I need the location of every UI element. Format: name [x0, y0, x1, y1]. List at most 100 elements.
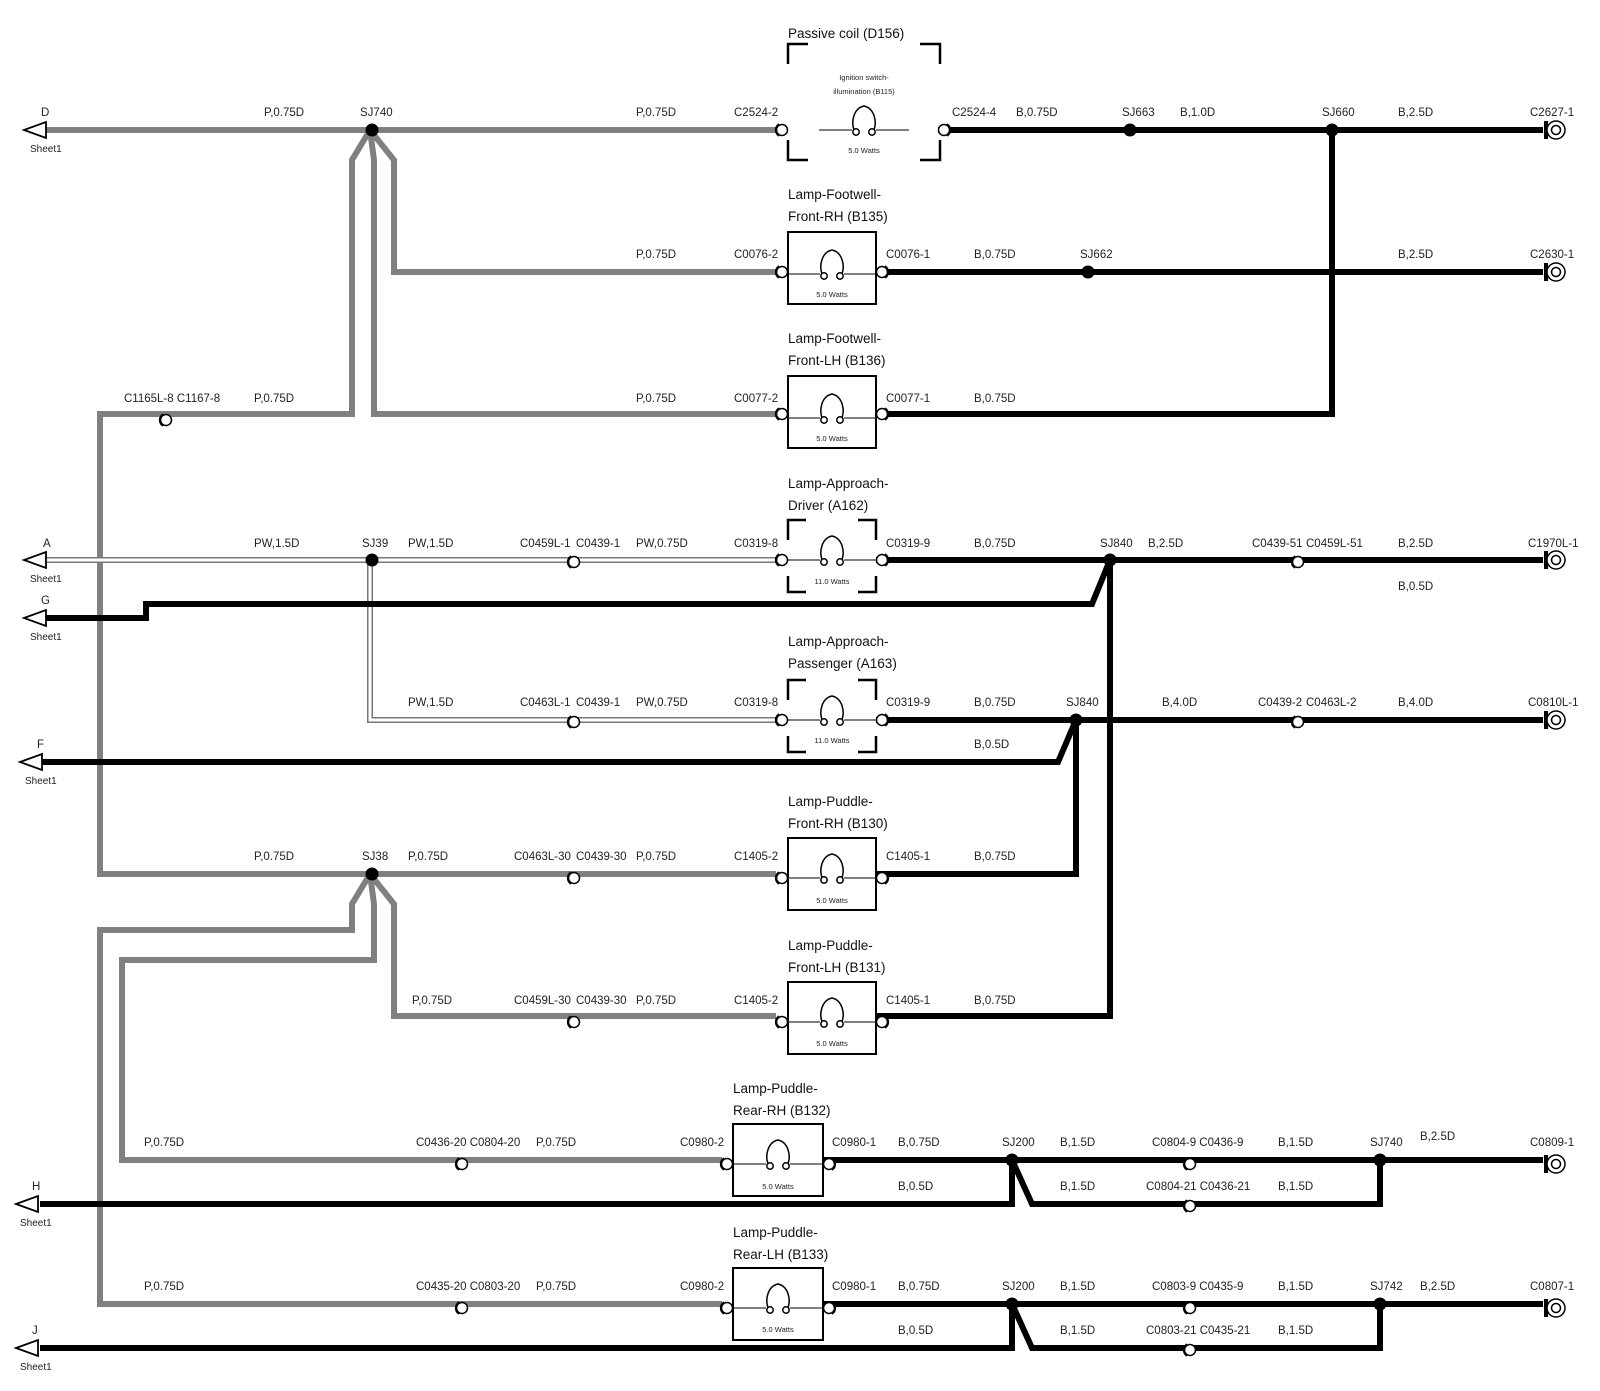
- splice-labels: SJ740 SJ663 SJ660 SJ662 SJ39 SJ840 SJ840…: [360, 107, 1403, 1293]
- wire-label: B,0.5D: [974, 739, 1009, 751]
- lamp-puddle-front-rh[interactable]: Lamp-Puddle- Front-RH (B130) 5.0 Watts: [786, 794, 888, 911]
- lamp-footwell-front-lh[interactable]: Lamp-Footwell- Front-LH (B136) 5.0 Watts: [786, 331, 886, 449]
- lamp-approach-driver[interactable]: Lamp-Approach- Driver (A162) 11.0 Watts: [786, 476, 889, 594]
- passive-coil-component[interactable]: Passive coil (D156) Ignition switch- ill…: [786, 26, 942, 162]
- wire-label: B,1.5D: [1278, 1181, 1313, 1193]
- connector-label: C0439-2: [1258, 697, 1302, 709]
- wire-label: B,2.5D: [1398, 538, 1433, 550]
- wire-label: B,1.5D: [1278, 1325, 1313, 1337]
- wire-label: B,2.5D: [1398, 107, 1433, 119]
- connector-label: C0436-20 C0804-20: [416, 1137, 520, 1149]
- connector-label: C0319-9: [886, 697, 930, 709]
- splice-label: SJ663: [1122, 107, 1155, 119]
- wire-label: P,0.75D: [408, 851, 448, 863]
- footwell-rh-title2: Front-RH (B135): [788, 209, 888, 224]
- passive-coil-inner-line2: illumination (B115): [833, 87, 895, 96]
- connector-label: C1405-1: [886, 995, 930, 1007]
- connector-label: C0077-2: [734, 393, 778, 405]
- wire-label: B,4.0D: [1398, 697, 1433, 709]
- wire-label: P,0.75D: [536, 1281, 576, 1293]
- splice-label: SJ740: [360, 107, 393, 119]
- passive-coil-watts: 5.0 Watts: [848, 146, 880, 155]
- wire-label: B,1.0D: [1180, 107, 1215, 119]
- splice-label: SJ840: [1066, 697, 1099, 709]
- lamp-footwell-front-rh[interactable]: Lamp-Footwell- Front-RH (B135) 5.0 Watts: [786, 187, 888, 305]
- approach-driver-title2: Driver (A162): [788, 498, 868, 513]
- offsheet-d-sheet: Sheet1: [30, 144, 62, 155]
- puddle-rear-lh-title2: Rear-LH (B133): [733, 1247, 828, 1262]
- splice-label: SJ740: [1370, 1137, 1403, 1149]
- passive-coil-inner-line1: Ignition switch-: [839, 73, 889, 82]
- wire-label: P,0.75D: [636, 393, 676, 405]
- connector-label: C0980-1: [832, 1137, 876, 1149]
- wire-label: P,0.75D: [254, 851, 294, 863]
- offsheet-j-letter: J: [32, 1325, 38, 1337]
- wire-label: P,0.75D: [636, 995, 676, 1007]
- connector-symbols: [158, 120, 1566, 1357]
- wire-label: P,0.75D: [636, 851, 676, 863]
- connector-label: C0076-2: [734, 249, 778, 261]
- wire-label: B,0.75D: [1016, 107, 1058, 119]
- wire-label: P,0.75D: [144, 1281, 184, 1293]
- splice-dots: [365, 123, 1387, 1311]
- puddle-front-rh-title1: Lamp-Puddle-: [788, 794, 873, 809]
- offsheet-h[interactable]: H Sheet1: [15, 1181, 52, 1229]
- connector-label: C0463L-2: [1306, 697, 1357, 709]
- connector-label: C0809-1: [1530, 1137, 1574, 1149]
- lamp-approach-passenger[interactable]: Lamp-Approach- Passenger (A163) 11.0 Wat…: [786, 634, 897, 754]
- wire-label: P,0.75D: [636, 249, 676, 261]
- connector-label: C0803-21 C0435-21: [1146, 1325, 1250, 1337]
- connector-label: C0803-9 C0435-9: [1152, 1281, 1243, 1293]
- wire-label: B,0.5D: [898, 1181, 933, 1193]
- connector-label: C1405-2: [734, 995, 778, 1007]
- offsheet-j[interactable]: J Sheet1: [15, 1325, 52, 1373]
- puddle-rear-rh-watts: 5.0 Watts: [762, 1182, 794, 1191]
- offsheet-d-letter: D: [41, 107, 49, 119]
- lamp-bulb-icon: [818, 105, 910, 136]
- footwell-rh-title1: Lamp-Footwell-: [788, 187, 881, 202]
- splice-label: SJ39: [362, 538, 388, 550]
- puddle-front-lh-title2: Front-LH (B131): [788, 960, 886, 975]
- wire-label: PW,0.75D: [636, 538, 688, 550]
- offsheet-h-letter: H: [32, 1181, 40, 1193]
- wire-label: PW,1.5D: [408, 697, 453, 709]
- wire-label: B,2.5D: [1420, 1281, 1455, 1293]
- lamp-puddle-rear-lh[interactable]: Lamp-Puddle- Rear-LH (B133) 5.0 Watts: [732, 1225, 828, 1341]
- wire-label: B,0.75D: [974, 851, 1016, 863]
- lamp-puddle-front-lh[interactable]: Lamp-Puddle- Front-LH (B131) 5.0 Watts: [786, 938, 886, 1055]
- offsheet-f[interactable]: F Sheet1: [19, 739, 57, 787]
- wire-label: B,0.75D: [974, 995, 1016, 1007]
- lamp-bulb-icon: [786, 535, 878, 566]
- connector-label: C0319-8: [734, 697, 778, 709]
- connector-label: C0439-1: [576, 697, 620, 709]
- wire-label: B,0.75D: [974, 538, 1016, 550]
- splice-label: SJ742: [1370, 1281, 1403, 1293]
- puddle-rear-rh-title2: Rear-RH (B132): [733, 1103, 831, 1118]
- connector-label: C0439-30: [576, 851, 627, 863]
- footwell-rh-watts: 5.0 Watts: [816, 290, 848, 299]
- wire-label: B,1.5D: [1060, 1137, 1095, 1149]
- wire-label: P,0.75D: [264, 107, 304, 119]
- footwell-lh-title1: Lamp-Footwell-: [788, 331, 881, 346]
- offsheet-a[interactable]: A Sheet1: [23, 538, 62, 585]
- connector-label: C0077-1: [886, 393, 930, 405]
- connector-label: C0459L-30: [514, 995, 571, 1007]
- offsheet-d[interactable]: D Sheet1: [23, 107, 62, 155]
- offsheet-g-sheet: Sheet1: [30, 632, 62, 643]
- approach-driver-watts: 11.0 Watts: [814, 577, 849, 586]
- puddle-front-rh-title2: Front-RH (B130): [788, 816, 888, 831]
- connector-label: C0810L-1: [1528, 697, 1579, 709]
- connector-label: C0439-1: [576, 538, 620, 550]
- connector-label: C0463L-1: [520, 697, 571, 709]
- wire-label: P,0.75D: [636, 107, 676, 119]
- lamp-puddle-rear-rh[interactable]: Lamp-Puddle- Rear-RH (B132) 5.0 Watts: [732, 1081, 831, 1197]
- wire-label: B,1.5D: [1060, 1281, 1095, 1293]
- connector-label: C0459L-51: [1306, 538, 1363, 550]
- puddle-rear-rh-title1: Lamp-Puddle-: [733, 1081, 818, 1096]
- wire-labels: P,0.75D P,0.75D B,0.75D B,1.0D B,2.5D P,…: [144, 107, 1455, 1337]
- wire-label: B,0.75D: [898, 1137, 940, 1149]
- wire-label: PW,0.75D: [636, 697, 688, 709]
- offsheet-g[interactable]: G Sheet1: [23, 595, 62, 643]
- offsheet-a-letter: A: [43, 538, 51, 550]
